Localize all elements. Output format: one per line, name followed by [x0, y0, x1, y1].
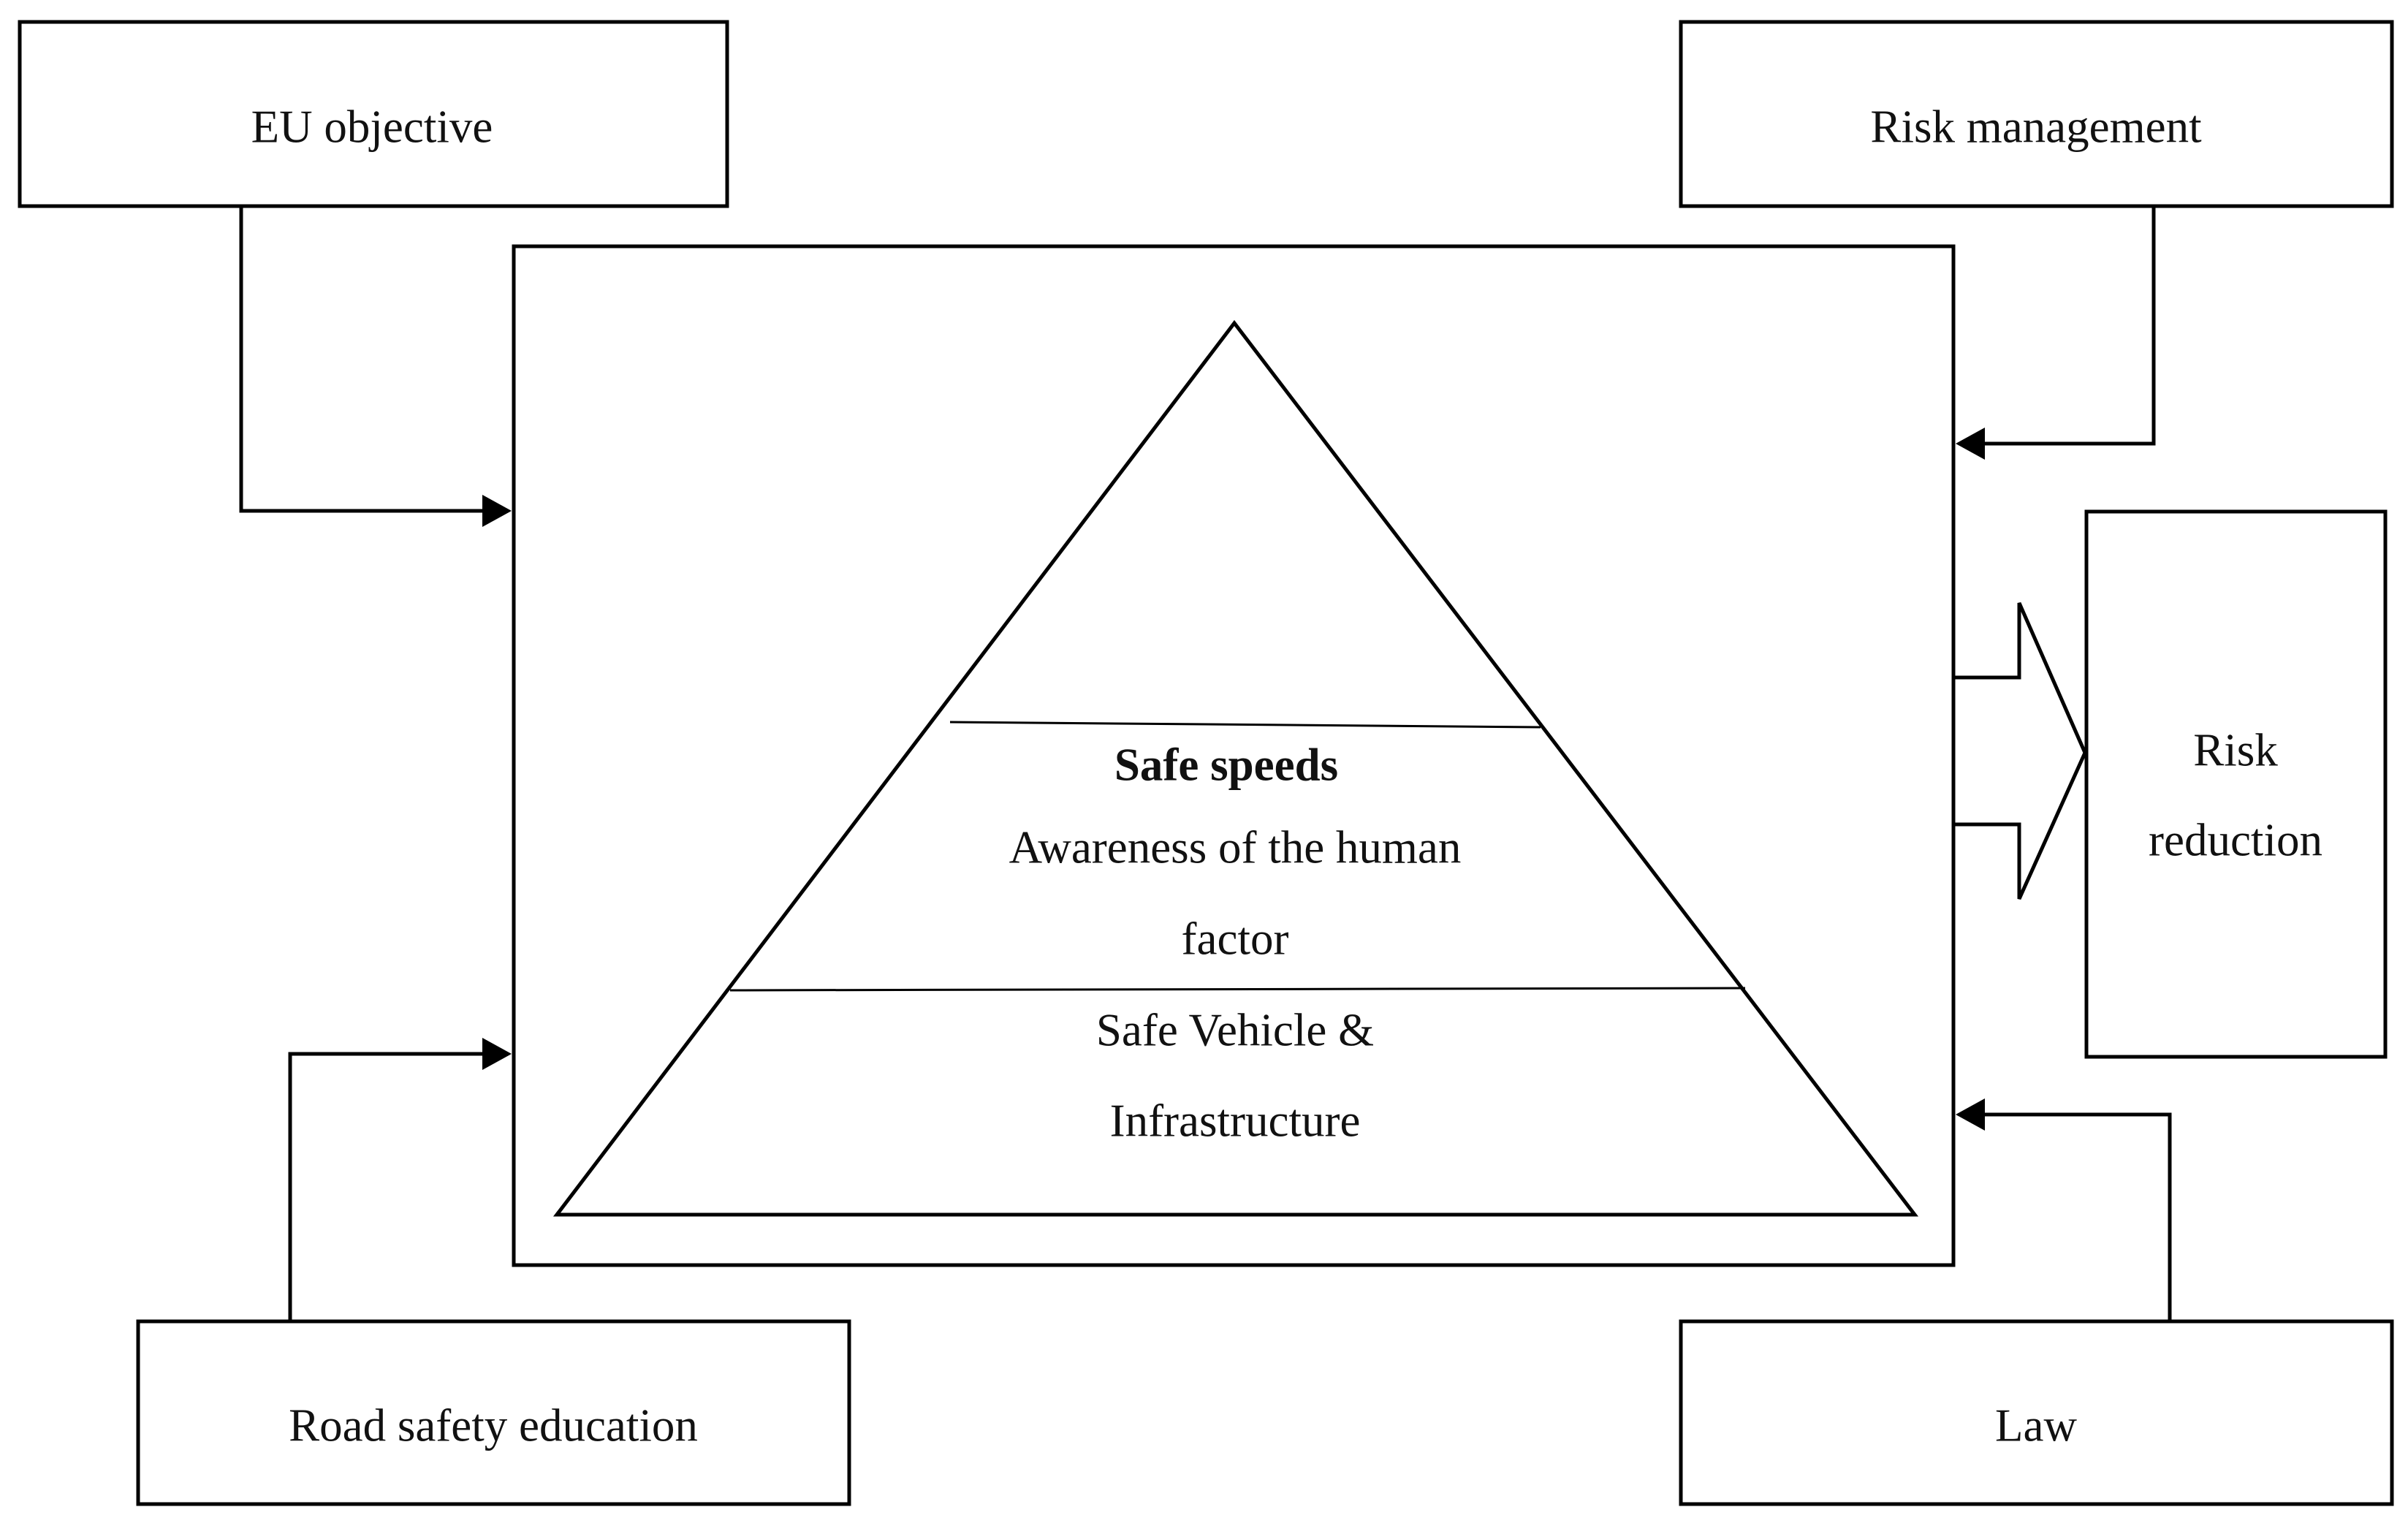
human-factor-label-line2: factor [1182, 913, 1289, 964]
arrow-right-icon [482, 1038, 512, 1070]
vehicle-infrastructure-label-line2: Infrastructure [1110, 1095, 1361, 1146]
arrow-left-icon [1956, 428, 1985, 460]
pyramid-divider-upper [949, 721, 1541, 729]
eu-objective-connector [239, 206, 512, 527]
risk-management-box: Risk management [1679, 20, 2394, 208]
arrow-right-icon [482, 495, 512, 527]
eu-objective-box: EU objective [18, 20, 729, 208]
safety-pyramid: Safe speeds Awareness of the human facto… [552, 319, 1919, 1217]
safe-speeds-label: Safe speeds [1114, 739, 1338, 790]
risk-reduction-label-line2: reduction [2149, 814, 2322, 865]
law-label: Law [1995, 1400, 2077, 1451]
pyramid-triangle [552, 319, 1919, 1217]
pyramid-divider-lower [729, 987, 1746, 992]
risk-management-connector [1956, 206, 2156, 460]
road-safety-education-connector [288, 1038, 512, 1321]
eu-objective-label: EU objective [251, 101, 493, 152]
risk-reduction-box: Risk reduction [2084, 509, 2388, 1059]
risk-management-label: Risk management [1870, 101, 2202, 152]
road-safety-education-label: Road safety education [289, 1400, 698, 1451]
human-factor-label-line1: Awareness of the human [1009, 821, 1462, 873]
block-arrow-right-icon [1951, 601, 2087, 900]
law-connector [1956, 1098, 2172, 1321]
arrow-left-icon [1956, 1098, 1985, 1131]
vehicle-infrastructure-label-line1: Safe Vehicle & [1096, 1004, 1374, 1055]
central-frame [512, 244, 1956, 1267]
law-box: Law [1679, 1319, 2394, 1506]
road-safety-education-box: Road safety education [136, 1319, 851, 1506]
risk-reduction-label-line1: Risk [2193, 724, 2278, 775]
